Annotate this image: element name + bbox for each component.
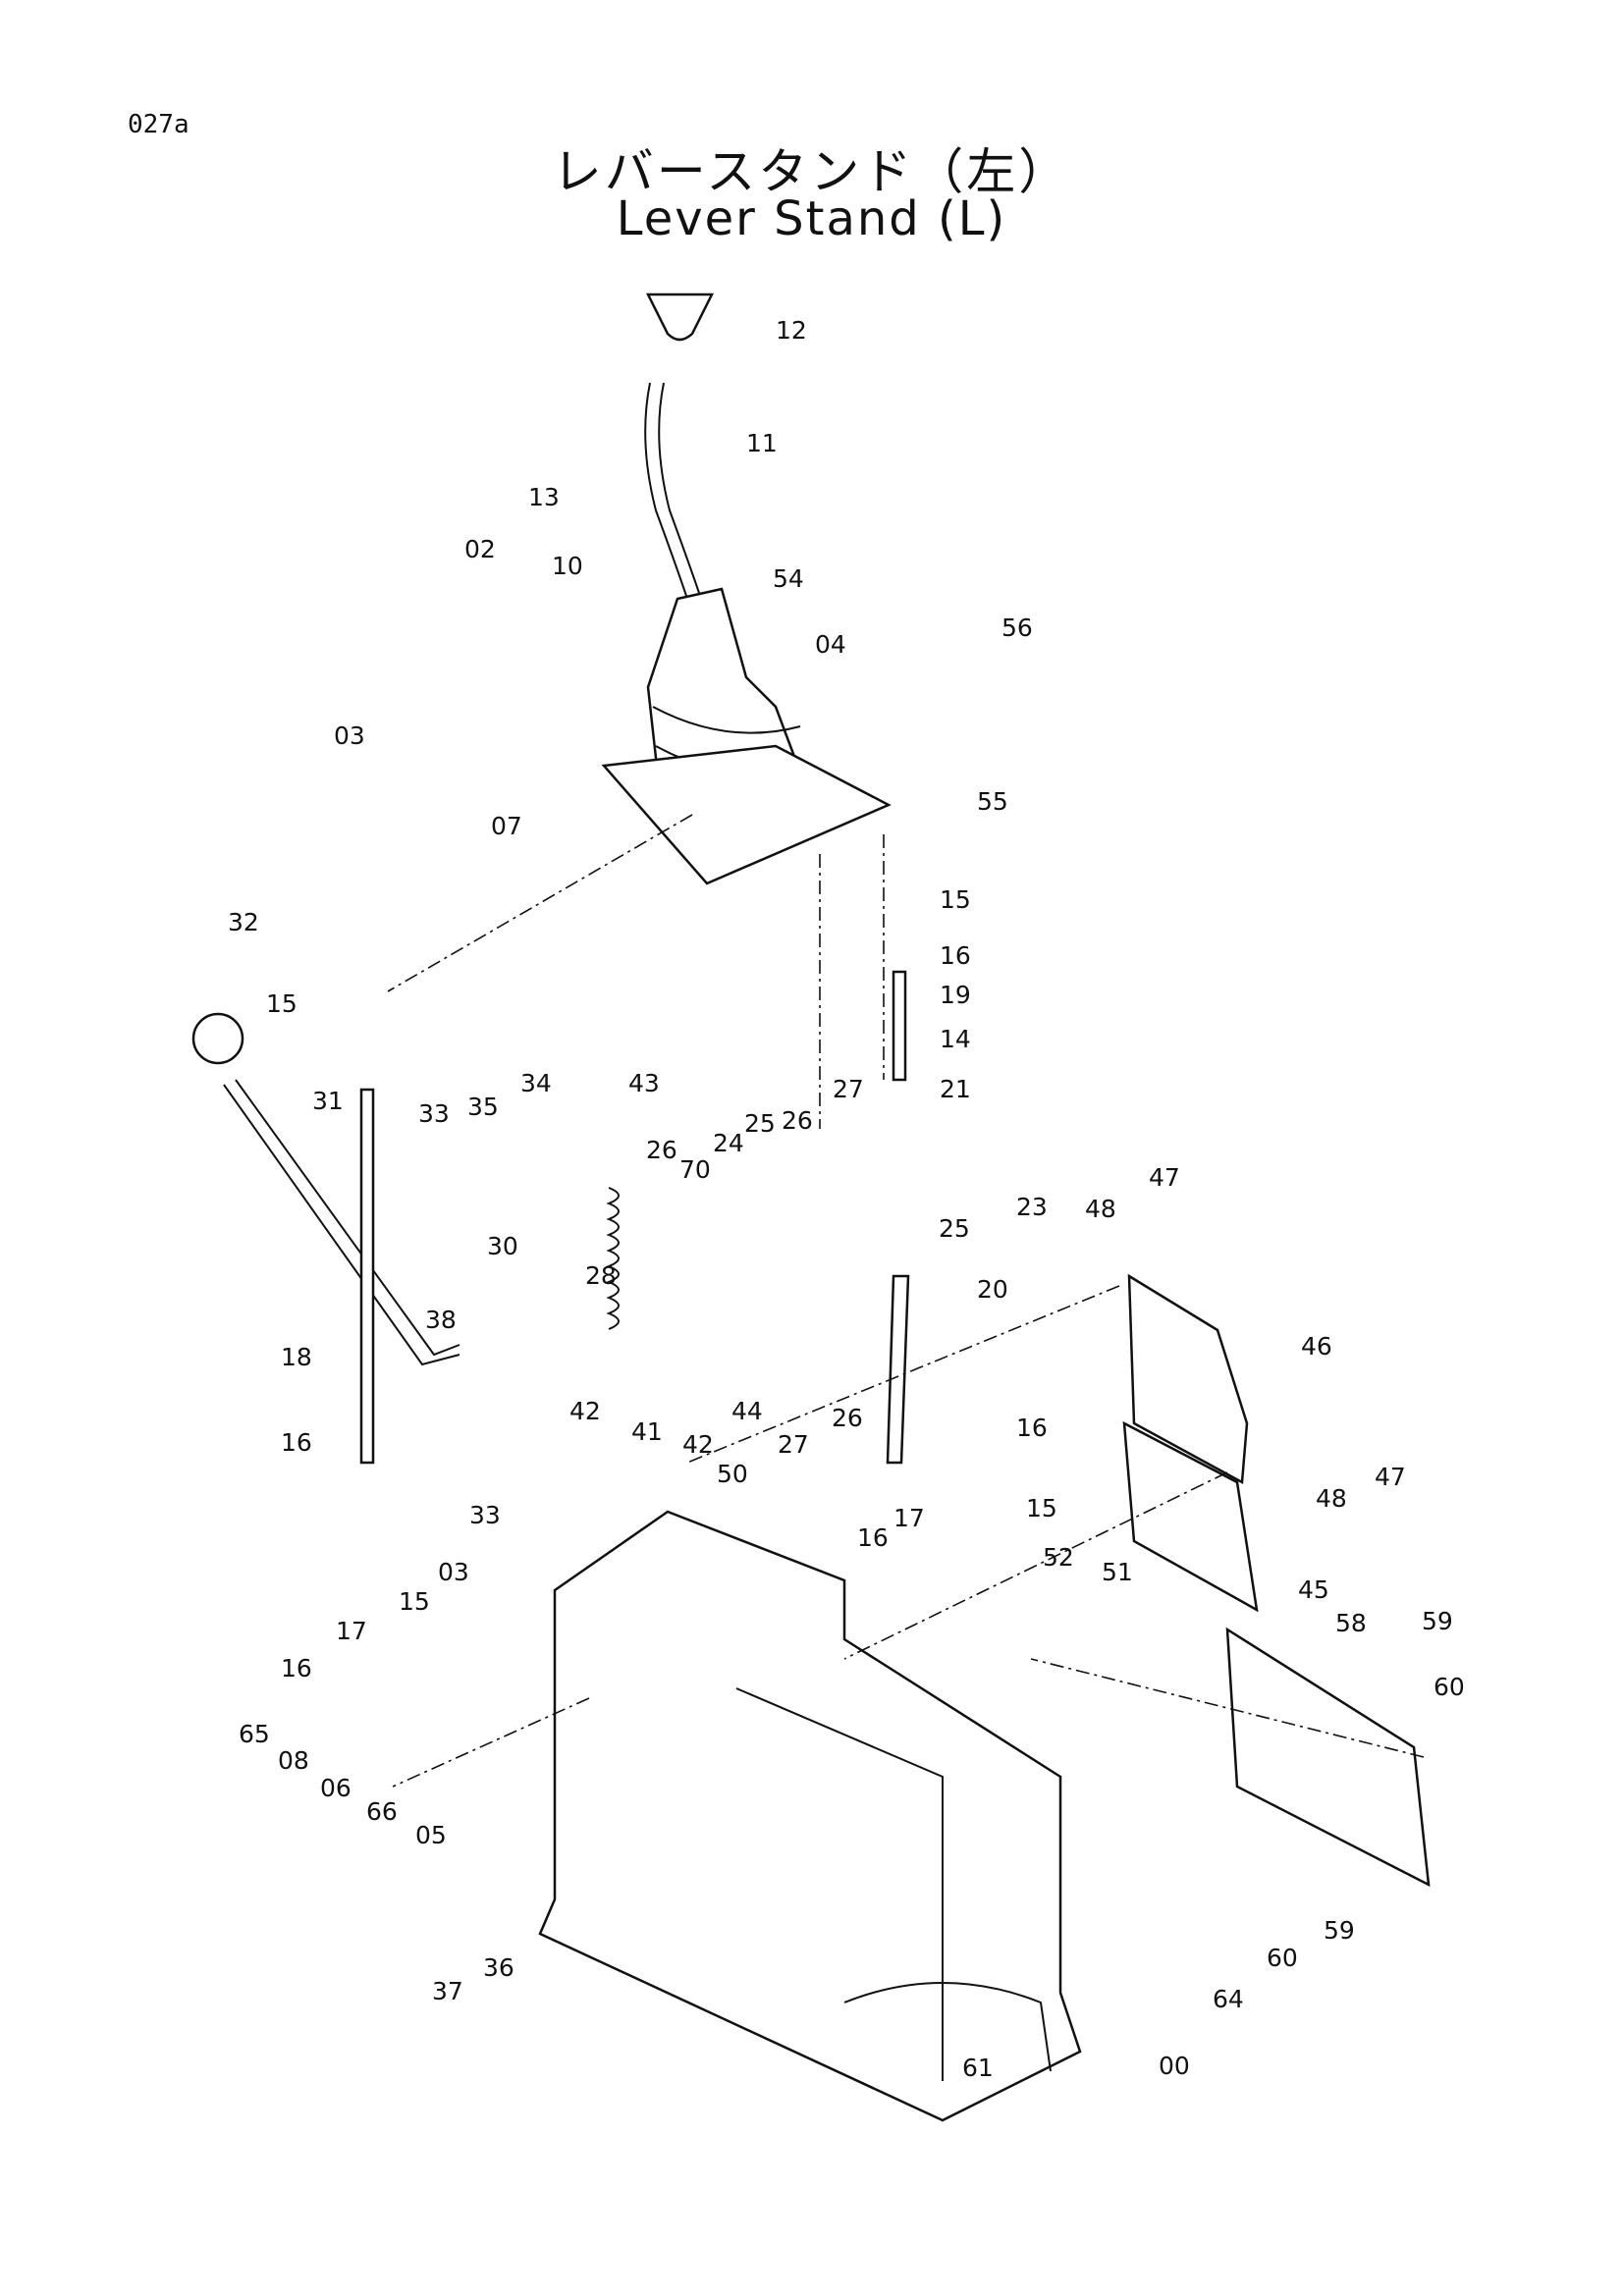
part-label: 60: [1267, 1944, 1298, 1972]
part-label: 59: [1422, 1607, 1453, 1635]
rod-19-part: [892, 970, 907, 1082]
part-label: 23: [1016, 1193, 1048, 1221]
part-label: 17: [336, 1617, 367, 1645]
spring-part: [606, 1187, 620, 1330]
part-label: 26: [646, 1136, 677, 1164]
part-label: 16: [940, 941, 971, 970]
part-label: 08: [278, 1746, 309, 1775]
part-label: 55: [977, 787, 1008, 816]
part-label: 42: [682, 1430, 714, 1459]
part-label: 13: [528, 483, 560, 511]
part-label: 58: [1335, 1609, 1367, 1637]
part-label: 16: [281, 1654, 312, 1682]
stand-body-part: [538, 1510, 1082, 2122]
part-label: 42: [569, 1397, 601, 1425]
part-label: 70: [679, 1155, 711, 1184]
part-label: 15: [940, 885, 971, 914]
part-label: 47: [1149, 1163, 1180, 1192]
part-label: 48: [1316, 1484, 1347, 1513]
cover-45-part: [1122, 1420, 1259, 1613]
part-label: 15: [1026, 1494, 1057, 1522]
part-label: 51: [1102, 1558, 1133, 1586]
part-label: 52: [1043, 1543, 1074, 1572]
boot-plate-part: [601, 744, 892, 885]
part-label: 25: [744, 1109, 776, 1138]
part-label: 56: [1001, 614, 1033, 642]
part-label: 48: [1085, 1195, 1116, 1223]
part-label: 45: [1298, 1575, 1329, 1604]
part-label: 31: [312, 1087, 344, 1115]
part-label: 33: [469, 1501, 501, 1529]
part-label: 03: [438, 1558, 469, 1586]
lever-rod-part: [644, 382, 702, 600]
part-label: 02: [464, 535, 496, 563]
part-label: 03: [334, 721, 365, 750]
part-label: 66: [366, 1797, 398, 1826]
part-label: 33: [418, 1099, 450, 1128]
part-label: 04: [815, 630, 846, 659]
part-label: 16: [857, 1523, 889, 1552]
part-label: 61: [962, 2054, 994, 2082]
part-label: 43: [628, 1069, 660, 1097]
part-label: 41: [631, 1417, 663, 1446]
part-label: 16: [1016, 1414, 1048, 1442]
part-label: 21: [940, 1075, 971, 1103]
part-label: 64: [1213, 1985, 1244, 2013]
left-lever-rod-part: [223, 1079, 460, 1366]
part-label: 26: [782, 1106, 813, 1135]
part-label: 15: [266, 989, 298, 1018]
part-label: 24: [713, 1129, 744, 1157]
part-label: 65: [239, 1720, 270, 1748]
part-label: 00: [1159, 2052, 1190, 2080]
lever-knob-part: [645, 293, 715, 342]
part-label: 07: [491, 812, 522, 840]
part-label: 14: [940, 1025, 971, 1053]
part-label: 54: [773, 564, 804, 593]
title-japanese: レバースタンド（左）: [552, 143, 1071, 200]
cover-46-part: [1127, 1273, 1249, 1485]
rod-18-part: [359, 1088, 375, 1465]
part-label: 20: [977, 1275, 1008, 1304]
page-code: 027a: [128, 110, 189, 139]
part-label: 19: [940, 981, 971, 1009]
part-label: 60: [1434, 1673, 1465, 1701]
part-number-labels: 12 11 13 02 10 54 04 56 03 07 55 32 15 1…: [228, 316, 1465, 2082]
part-label: 34: [520, 1069, 552, 1097]
part-label: 17: [893, 1504, 925, 1532]
part-label: 26: [832, 1404, 863, 1432]
part-label: 47: [1375, 1463, 1406, 1491]
part-label: 50: [717, 1460, 748, 1488]
part-label: 16: [281, 1428, 312, 1457]
part-label: 12: [776, 316, 807, 345]
part-label: 10: [552, 552, 583, 580]
part-label: 06: [320, 1774, 352, 1802]
part-label: 37: [432, 1977, 463, 2005]
part-label: 36: [483, 1953, 514, 1982]
part-label: 32: [228, 908, 259, 936]
part-label: 18: [281, 1343, 312, 1371]
part-label: 27: [833, 1075, 864, 1103]
cover-58-part: [1225, 1627, 1431, 1888]
part-label: 11: [746, 429, 778, 457]
rod-20-part: [886, 1274, 910, 1465]
title-english: Lever Stand (L): [616, 191, 1007, 246]
part-label: 46: [1301, 1332, 1332, 1361]
part-label: 38: [425, 1306, 457, 1334]
assembly-lines: [387, 814, 1425, 1788]
part-label: 30: [487, 1232, 518, 1260]
part-label: 15: [399, 1587, 430, 1616]
part-label: 27: [778, 1430, 809, 1459]
part-label: 05: [415, 1821, 447, 1849]
part-label: 44: [731, 1397, 763, 1425]
left-knob-part: [191, 1012, 244, 1065]
part-label: 25: [939, 1214, 970, 1243]
part-label: 35: [467, 1093, 499, 1121]
part-label: 59: [1324, 1916, 1355, 1945]
part-label: 28: [585, 1261, 617, 1290]
